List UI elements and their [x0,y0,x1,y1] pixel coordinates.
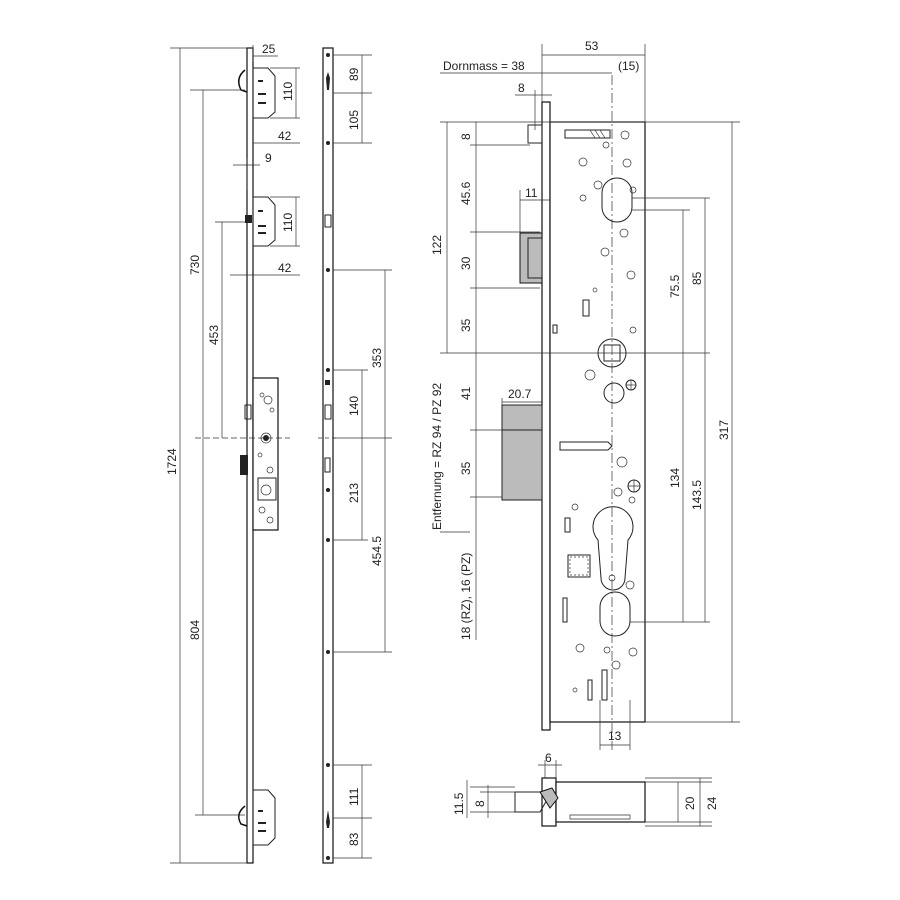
cross-section-dimensions: 6 11.5 8 20 24 [452,751,719,827]
dim-6: 6 [545,751,552,765]
dim-35b: 35 [459,461,473,475]
dim-20: 20 [683,796,697,810]
middle-dimensions: 89 105 353 140 213 454.5 111 83 [333,54,392,859]
dim-317: 317 [717,420,731,440]
dim-53: 53 [585,39,599,53]
dim-213: 213 [347,483,361,503]
dim-15: (15) [618,59,639,73]
dim-110-second: 110 [281,213,295,232]
entfernung-label: Entfernung = RZ 94 / PZ 92 [430,383,444,530]
dim-11-5: 11.5 [452,792,466,815]
dim-8b: 8 [473,800,487,807]
dim-353: 353 [370,348,384,368]
dim-110-top: 110 [281,82,295,101]
dim-13: 13 [608,729,622,743]
lock-case-detail-view [501,75,646,750]
cross-section-view [514,777,646,827]
backset-label: 18 (RZ), 16 (PZ) [459,553,473,640]
full-lock-side-view [238,47,279,864]
dim-134: 134 [668,468,682,488]
dim-42-second: 42 [278,261,292,275]
dim-140: 140 [347,396,361,416]
dim-122: 122 [430,235,444,255]
dim-25: 25 [262,42,276,56]
dim-dornmass: Dornmass = 38 [443,59,525,73]
dim-20-7: 20.7 [508,387,532,401]
dim-11: 11 [525,186,538,200]
dim-804: 804 [188,620,202,640]
left-dimensions: 25 110 42 9 110 42 730 453 1724 [165,42,300,864]
dim-1724: 1724 [165,448,179,475]
dim-30: 30 [459,256,473,270]
faceplate-front-view [318,47,338,864]
dim-111: 111 [347,787,361,806]
dim-75-5: 75.5 [668,274,682,298]
dim-85: 85 [690,271,704,285]
dim-24: 24 [705,796,719,810]
dim-41: 41 [459,386,473,400]
dim-453: 453 [207,325,221,345]
dim-45-6: 45.6 [459,181,473,205]
dim-8-top: 8 [518,81,525,95]
dim-83: 83 [347,832,361,846]
dim-143-5: 143.5 [690,480,704,510]
dim-35a: 35 [459,318,473,332]
dim-89: 89 [347,67,361,81]
dim-9: 9 [265,151,272,165]
dim-454-5: 454.5 [370,536,384,566]
dim-105: 105 [347,110,361,130]
dim-42-top: 42 [278,129,292,143]
right-dimensions: 53 Dornmass = 38 (15) 8 8 45.6 11 122 30 [430,39,740,750]
dim-8a: 8 [459,133,473,140]
dim-730: 730 [188,255,202,275]
